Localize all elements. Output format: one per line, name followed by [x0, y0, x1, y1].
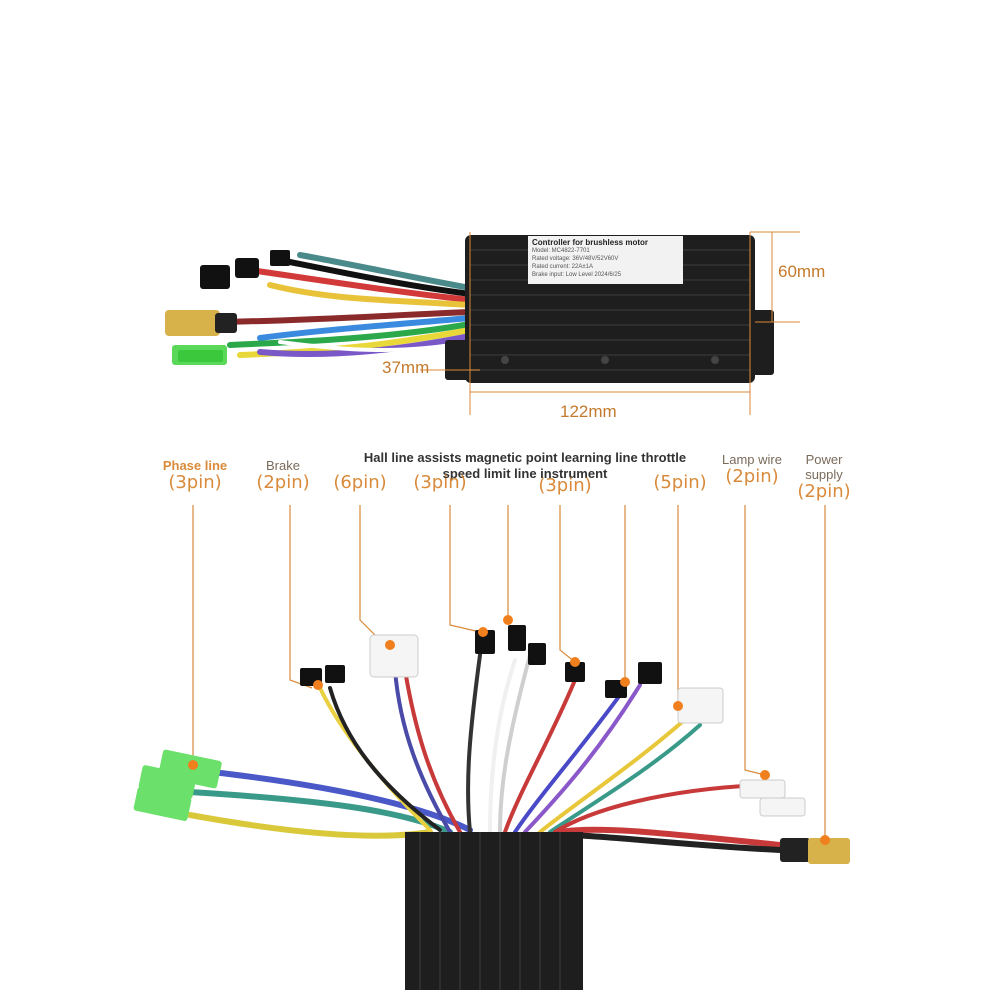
power-pins: (2pin) [797, 481, 851, 502]
sticker: Controller for brushless motor Model: MC… [532, 238, 682, 279]
wiring-diagram [133, 505, 850, 990]
phase-line-pins: (3pin) [168, 472, 222, 493]
middle-title: Hall line assists magnetic point learnin… [325, 450, 725, 481]
dimension-width: 37mm [382, 358, 430, 377]
brake-title: Brake [266, 458, 300, 473]
hall-pins: (6pin) [333, 472, 387, 493]
dimension-height: 60mm [778, 262, 826, 281]
dimension-length: 122mm [560, 402, 617, 421]
middle-title-line-1: Hall line assists magnetic point learnin… [363, 450, 687, 465]
phase-line-label: Phase line (3pin) [150, 458, 240, 493]
power-label: Power supply (2pin) [792, 452, 856, 502]
power-title: Power supply [805, 452, 843, 482]
instrument-pins: (5pin) [653, 472, 707, 493]
sticker-title: Controller for brushless motor [532, 238, 649, 247]
lamp-label: Lamp wire (2pin) [720, 452, 784, 487]
sticker-line-3: Rated current: 22A±1A [532, 264, 593, 270]
sticker-line-1: Model: MC4822-7701 [532, 248, 590, 254]
brake-pins: (2pin) [256, 472, 310, 493]
sticker-line-2: Rated voltage: 36V/48V/52V60V [532, 256, 619, 262]
lamp-pins: (2pin) [725, 466, 779, 487]
magnetic-label: (3pin) [410, 473, 470, 493]
sticker-line-4: Brake input: Low Level 2024/6/25 [532, 272, 622, 278]
throttle-label: (3pin) [535, 476, 595, 496]
instrument-label: (5pin) [650, 473, 710, 493]
magnetic-pins: (3pin) [413, 472, 467, 493]
lamp-title: Lamp wire [722, 452, 782, 467]
middle-title-line-2: speed limit line instrument [442, 466, 608, 481]
phase-line-title: Phase line [162, 458, 228, 473]
throttle-pins: (3pin) [538, 475, 592, 496]
hall-label: (6pin) [330, 473, 390, 493]
controller-photo [165, 231, 800, 415]
brake-label: Brake (2pin) [248, 458, 318, 493]
